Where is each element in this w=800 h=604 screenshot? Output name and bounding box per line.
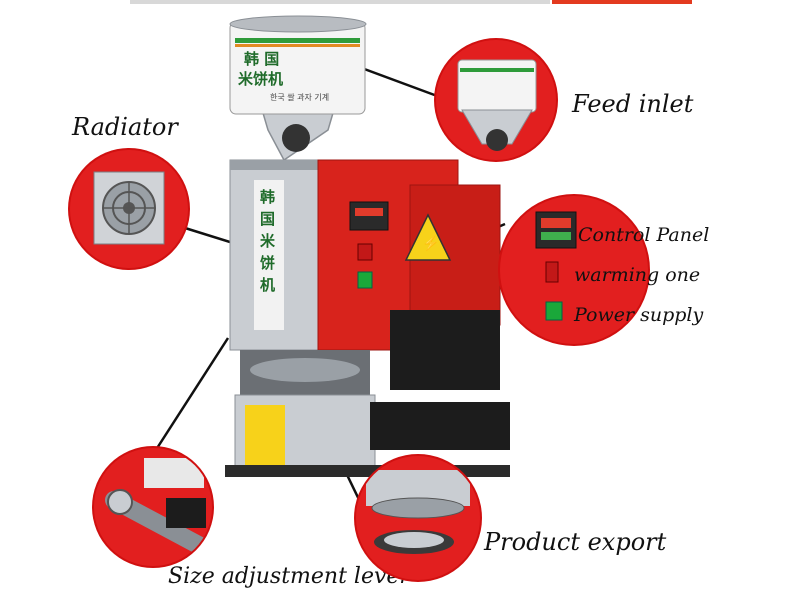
radiator-callout: [70, 150, 188, 268]
base-block: [370, 402, 510, 450]
lightning-icon: ⚡: [422, 236, 440, 252]
feed-inlet-callout: [436, 40, 556, 160]
radiator-zoom: [93, 171, 165, 245]
cabinet-warning-label: [245, 405, 285, 465]
feed-inlet-label: Feed inlet: [572, 90, 694, 118]
warning-triangle: [404, 213, 452, 261]
top-edge-accent: [552, 0, 692, 4]
controller-display: [355, 208, 383, 216]
size-adjustment-lever-label: Size adjustment lever: [168, 564, 410, 589]
hopper-green-stripe: [235, 38, 360, 43]
control-panel-zoom: [535, 211, 577, 321]
machine-base: [225, 465, 510, 477]
hopper-text-sub: 한국 쌀 과자 기계: [270, 93, 330, 102]
hopper-text-1: 韩 国: [244, 50, 280, 68]
machine-illustration: [225, 15, 510, 477]
mould-plate: [250, 358, 360, 382]
lever-zoom: [105, 458, 212, 557]
top-edge-strip: [130, 0, 550, 4]
control-panel-callout: [500, 196, 648, 344]
radiator-label: Radiator: [72, 113, 178, 141]
product-export-zoom: [366, 470, 470, 554]
hopper-text-2: 米饼机: [238, 70, 284, 88]
hopper-rim: [229, 15, 367, 33]
product-export-callout: [356, 456, 480, 580]
machine: 韩 国 米饼机 한국 쌀 과자 기계 韩国米饼机 ⚡: [210, 10, 510, 480]
power-supply-label: Power supply: [574, 304, 704, 326]
lever-leader: [150, 337, 230, 457]
control-panel-label: Control Panel: [578, 224, 710, 246]
steel-column-top: [230, 160, 325, 170]
warming-one-label: warming one: [574, 264, 701, 286]
feed-inlet-zoom: [457, 59, 537, 151]
lever-callout: [94, 448, 212, 566]
warming-switch: [357, 243, 373, 261]
product-export-label: Product export: [484, 528, 667, 556]
motor-block: [390, 310, 500, 390]
hopper-outlet: [282, 124, 310, 152]
hopper-orange-stripe: [235, 44, 360, 47]
power-switch: [357, 271, 373, 289]
body-vertical-text: 韩国米饼机: [260, 188, 276, 294]
body-label-strip: [254, 180, 284, 330]
